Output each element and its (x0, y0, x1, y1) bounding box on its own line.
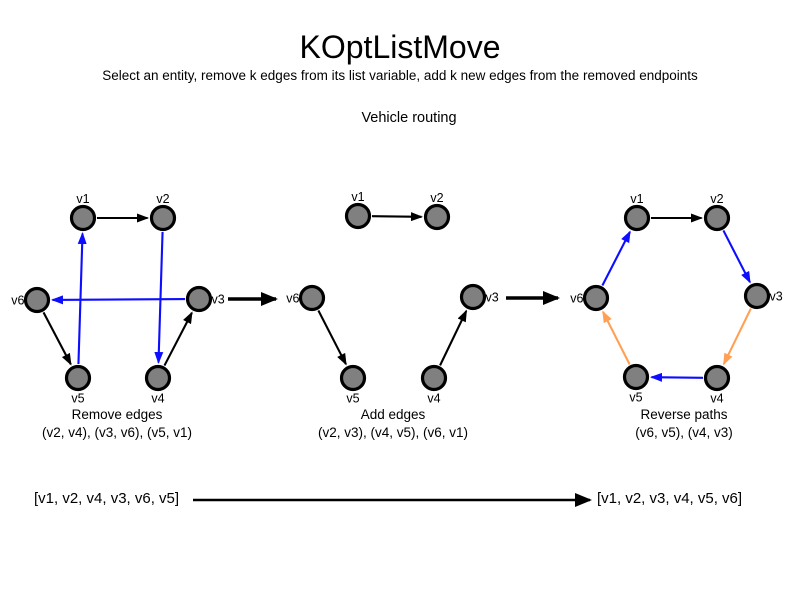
node-label-add-edges-v2: v2 (430, 191, 443, 205)
edge-v6-v1 (601, 230, 631, 287)
caption-remove-edges: Remove edges (v2, v4), (v3, v6), (v5, v1… (42, 406, 192, 441)
graph-reverse-paths: v1 v2 v3 v4 v5 v6 (570, 192, 782, 406)
edge-v3-v6 (50, 295, 186, 305)
list-after: [v1, v2, v3, v4, v5, v6] (597, 490, 743, 507)
node-reverse-paths-v1 (623, 204, 651, 232)
node-label-remove-edges-v5: v5 (71, 392, 84, 406)
node-label-remove-edges-v2: v2 (156, 192, 169, 206)
node-label-reverse-paths-v6: v6 (570, 292, 583, 306)
edge-v3-v4 (722, 308, 752, 366)
node-reverse-paths-v4 (703, 364, 731, 392)
caption-edge-list: (v6, v5), (v4, v3) (635, 424, 733, 440)
node-label-remove-edges-v6: v6 (11, 294, 24, 308)
node-label-reverse-paths-v4: v4 (710, 392, 723, 406)
node-label-reverse-paths-v1: v1 (630, 192, 643, 206)
node-label-add-edges-v6: v6 (286, 292, 299, 306)
edge-v4-v5 (649, 372, 704, 382)
node-add-edges-v4 (420, 364, 448, 392)
caption-reverse-paths: Reverse paths (v6, v5), (v4, v3) (635, 406, 733, 441)
node-reverse-paths-v3 (743, 282, 771, 310)
caption-edge-list: (v2, v4), (v3, v6), (v5, v1) (41, 424, 193, 440)
node-label-remove-edges-v4: v4 (151, 392, 164, 406)
edge-v2-v4 (154, 231, 164, 365)
node-remove-edges-v4 (144, 364, 172, 392)
node-reverse-paths-v5 (622, 363, 650, 391)
scenario-label: Vehicle routing (361, 110, 457, 126)
edge-v5-v6 (602, 310, 631, 365)
caption-edge-list: (v2, v3), (v4, v5), (v6, v1) (317, 424, 469, 440)
caption-add-edges: Add edges (v2, v3), (v4, v5), (v6, v1) (318, 406, 468, 441)
node-add-edges-v5 (339, 364, 367, 392)
node-remove-edges-v3 (185, 285, 213, 313)
page-title: KOptListMove (299, 29, 501, 65)
caption-title: Reverse paths (640, 407, 728, 422)
edge-v4-v3 (439, 309, 468, 366)
node-remove-edges-v2 (149, 204, 177, 232)
node-label-add-edges-v4: v4 (427, 392, 440, 406)
page-subtitle: Select an entity, remove k edges from it… (102, 68, 698, 83)
edge-v4-v3 (163, 311, 193, 367)
node-reverse-paths-v6 (582, 284, 610, 312)
node-label-remove-edges-v3: v3 (212, 293, 225, 307)
caption-title: Add edges (360, 407, 426, 422)
edge-v2-v3 (722, 229, 751, 284)
node-label-reverse-paths-v3: v3 (770, 290, 783, 304)
node-add-edges-v1 (344, 202, 372, 230)
graph-add-edges: v1 v2 v3 v4 v5 v6 (286, 190, 498, 406)
caption-title: Remove edges (71, 407, 163, 422)
node-label-reverse-paths-v2: v2 (710, 192, 723, 206)
node-label-reverse-paths-v5: v5 (629, 391, 642, 405)
graph-remove-edges: v1 v2 v3 v4 v5 v6 (11, 192, 224, 406)
node-label-add-edges-v1: v1 (351, 190, 364, 204)
node-label-add-edges-v5: v5 (346, 392, 359, 406)
node-remove-edges-v5 (64, 364, 92, 392)
edge-v5-v1 (77, 231, 87, 365)
edge-v6-v5 (317, 309, 347, 366)
node-remove-edges-v6 (23, 286, 51, 314)
list-before: [v1, v2, v4, v3, v6, v5] (34, 490, 180, 507)
node-add-edges-v3 (459, 283, 487, 311)
node-reverse-paths-v2 (703, 204, 731, 232)
node-add-edges-v2 (423, 203, 451, 231)
edge-v6-v5 (42, 311, 72, 366)
edge-v1-v2 (371, 212, 424, 222)
node-add-edges-v6 (298, 284, 326, 312)
node-remove-edges-v1 (69, 204, 97, 232)
node-label-remove-edges-v1: v1 (76, 192, 89, 206)
node-label-add-edges-v3: v3 (486, 291, 499, 305)
